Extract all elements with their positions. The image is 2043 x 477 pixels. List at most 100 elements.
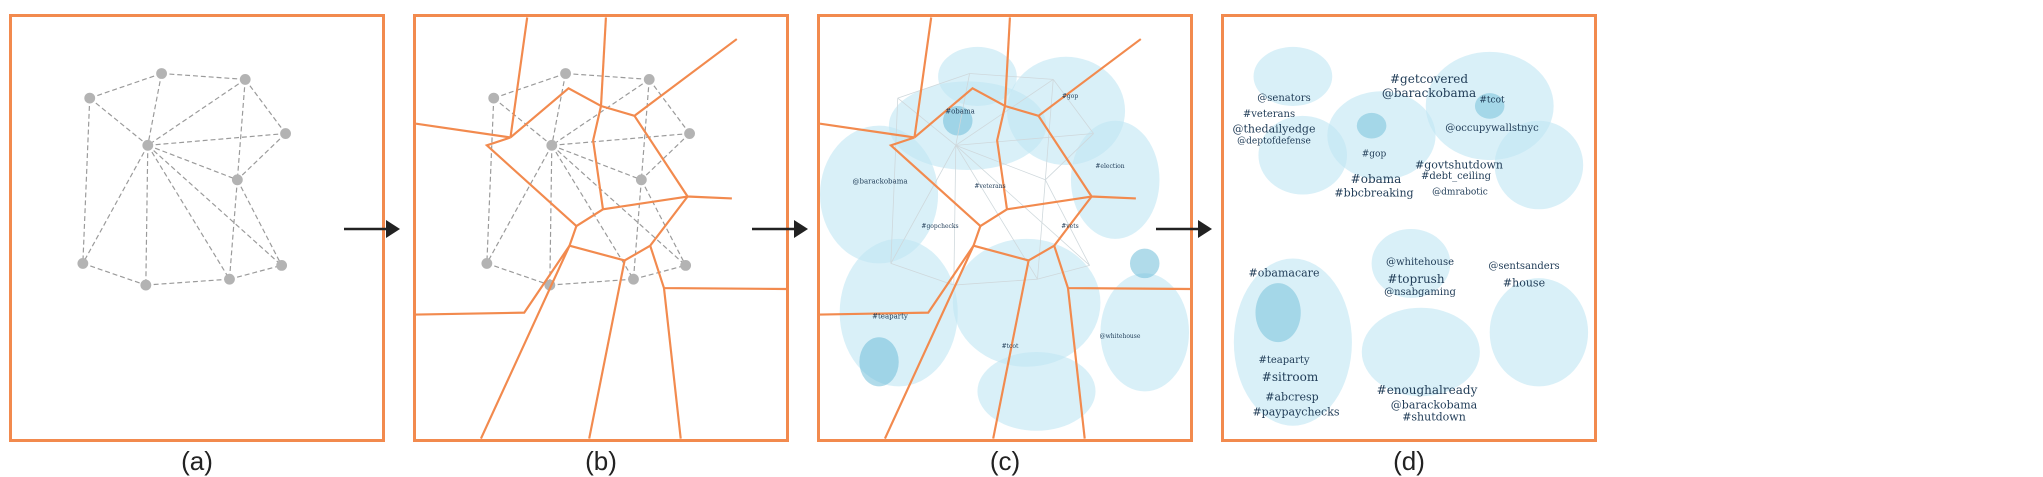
density-core [1474, 93, 1505, 119]
density-blob [1494, 120, 1584, 210]
density-blob [1253, 46, 1333, 106]
voronoi-edge [588, 260, 626, 439]
caption-b: (b) [585, 446, 617, 476]
graph-edge [640, 179, 687, 266]
hashtag-label: #house [1502, 276, 1546, 290]
graph-edge [1037, 179, 1046, 280]
graph-edge [551, 73, 567, 146]
graph-edge [228, 179, 238, 280]
hashtag-label: #sitroom [1261, 370, 1319, 384]
voronoi-edge [509, 86, 602, 139]
caption-a: (a) [181, 446, 213, 476]
hashtag-label: #abcresp [1265, 390, 1319, 404]
density-core [943, 105, 973, 136]
graph-edge [955, 133, 1094, 146]
density-blob [1070, 120, 1160, 239]
graph-node [280, 128, 291, 139]
hashtag-label: #gop [1361, 149, 1387, 160]
graph-edge [890, 145, 957, 264]
panel-b [413, 14, 789, 442]
arrow-b-c [750, 214, 808, 244]
voronoi-edge [820, 122, 915, 139]
graph-edge [89, 97, 149, 146]
voronoi-edge [484, 136, 578, 227]
hashtag-label: #gop [1061, 93, 1079, 100]
voronoi-edge [662, 287, 682, 439]
voronoi-edge [1004, 38, 1142, 118]
hashtag-label: @senators [1257, 93, 1311, 104]
graph-edge [89, 72, 162, 99]
hashtag-label: #tcot [1001, 343, 1019, 350]
graph-edge [897, 73, 970, 99]
graph-edge [955, 73, 970, 146]
graph-edge [236, 179, 283, 266]
graph-edge [147, 144, 283, 266]
hashtag-label: #obamacare [1248, 266, 1320, 280]
hashtag-label: #veterans [974, 183, 1006, 190]
graph-node [635, 174, 647, 186]
graph-node [239, 73, 251, 85]
graph-edge [1052, 79, 1094, 134]
hashtag-label: #veterans [1242, 109, 1296, 120]
graph-node [84, 92, 96, 104]
hashtag-label: #govtshutdown [1415, 158, 1503, 172]
graph-edge [640, 133, 690, 181]
hashtag-label: @barackobama [1390, 398, 1478, 412]
hashtag-label: #election [1095, 163, 1125, 170]
graph-edge [955, 145, 1090, 266]
graph-edge [493, 97, 553, 146]
graph-edge [640, 79, 650, 180]
density-blob [1258, 115, 1348, 195]
density-core [1129, 248, 1160, 279]
panel-a [9, 14, 385, 442]
density-blob [1371, 228, 1451, 298]
density-core [1255, 283, 1301, 343]
graph-node [481, 258, 493, 269]
graph-node [276, 259, 288, 271]
graph-node [140, 279, 152, 291]
voronoi-edge [633, 115, 732, 200]
hashtag-label: #teaparty [872, 312, 908, 321]
graph-edge [632, 179, 642, 280]
graph-node [560, 68, 571, 79]
hashtag-label: #vets [1061, 223, 1079, 230]
graph-edge [147, 78, 246, 146]
graph-edge [969, 73, 1054, 80]
hashtag-label: #toprush [1387, 272, 1445, 286]
graph-node [156, 68, 167, 79]
voronoi-edge [416, 245, 571, 316]
hashtag-label: @occupywallstnyc [1445, 123, 1539, 134]
graph-edge [890, 98, 899, 264]
voronoi-density-map [820, 17, 1190, 439]
graph-edge [236, 133, 286, 181]
hashtag-label: #paypaychecks [1252, 405, 1340, 419]
panel-c: #obama#gop@barackobama#election#teaparty… [817, 14, 1193, 442]
hashtag-label: #bbcbreaking [1334, 186, 1414, 200]
graph-edge [1044, 79, 1054, 180]
graph-edge [147, 132, 286, 146]
hashtag-label: #teaparty [1258, 355, 1310, 366]
hashtag-label: @barackobama [1381, 86, 1477, 100]
hashtag-label: #debt_ceiling [1420, 171, 1492, 182]
graph-edge [648, 79, 691, 134]
graph-edge [145, 145, 149, 286]
graph-node [546, 139, 558, 151]
voronoi-edge [509, 17, 529, 138]
graph-node [680, 259, 692, 271]
hashtag-label: @thedailyedge [1232, 122, 1316, 136]
caption-d: (d) [1393, 446, 1425, 476]
graph-edge [82, 262, 147, 286]
voronoi-edge [1003, 17, 1012, 107]
hashtag-label: #gopchecks [921, 223, 959, 230]
graph-edge [549, 145, 553, 286]
hashtag-label: @dmrabotic [1432, 187, 1488, 198]
graph-edge [953, 145, 957, 286]
hashtag-label: @whitehouse [1385, 257, 1455, 268]
density-blob [952, 238, 1101, 367]
graph-node [231, 174, 243, 186]
node-link-graph [77, 68, 291, 291]
graph-edge [551, 132, 690, 146]
density-core [1356, 112, 1387, 139]
graph-edge [551, 145, 634, 280]
graph-edge [953, 278, 1038, 286]
